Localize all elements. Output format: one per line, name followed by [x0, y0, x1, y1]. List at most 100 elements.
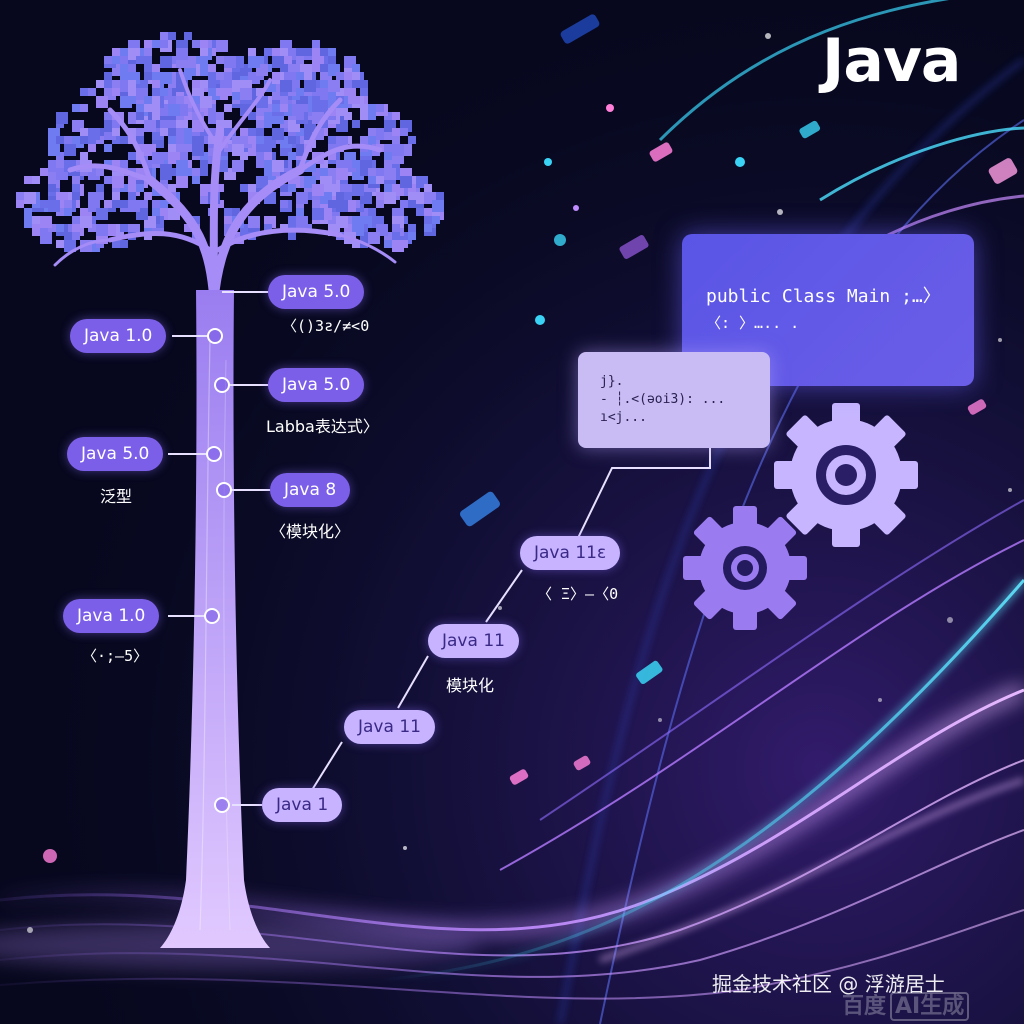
- canopy-pixel: [128, 88, 136, 96]
- canopy-pixel: [424, 208, 432, 216]
- canopy-pixel: [128, 192, 136, 200]
- canopy-pixel: [32, 216, 40, 224]
- canopy-pixel: [152, 72, 160, 80]
- canopy-pixel: [224, 216, 232, 224]
- canopy-pixel: [360, 80, 368, 88]
- canopy-pixel: [296, 216, 308, 228]
- version-pill-java-11: Java 11ε: [520, 536, 621, 570]
- canopy-pixel: [192, 216, 200, 224]
- gear-tooth: [733, 608, 757, 630]
- canopy-pixel: [152, 80, 160, 88]
- canopy-pixel: [112, 240, 120, 248]
- canopy-pixel: [360, 88, 368, 96]
- canopy-pixel: [272, 48, 280, 56]
- canopy-pixel: [280, 96, 288, 104]
- canopy-pixel: [296, 72, 304, 80]
- canopy-pixel: [64, 144, 76, 156]
- canopy-pixel: [160, 168, 172, 180]
- canopy-pixel: [400, 200, 408, 208]
- canopy-pixel: [352, 64, 360, 72]
- canopy-pixel: [408, 192, 416, 200]
- canopy-pixel: [296, 208, 304, 216]
- canopy-pixel: [72, 216, 80, 224]
- canopy-pixel: [72, 176, 80, 184]
- canopy-pixel: [320, 80, 328, 88]
- canopy-pixel: [392, 128, 400, 136]
- canopy-pixel: [248, 128, 256, 136]
- canopy-pixel: [376, 200, 384, 208]
- timeline-node: [214, 797, 230, 813]
- tree-branches: [53, 68, 397, 305]
- canopy-pixel: [392, 240, 404, 252]
- canopy-pixel: [152, 152, 164, 164]
- gear-tooth: [693, 589, 724, 620]
- canopy-pixel: [96, 208, 108, 220]
- tree-connectors: [168, 291, 270, 806]
- code-card: j}. - ┆.<(ǝoi3): ... ı<j...: [578, 352, 770, 448]
- canopy-pixel: [40, 200, 48, 208]
- canopy-pixel: [160, 128, 168, 136]
- canopy-pixel: [352, 160, 360, 168]
- canopy-pixel: [224, 56, 236, 68]
- canopy-pixel: [184, 72, 192, 80]
- canopy-pixel: [128, 152, 136, 160]
- canopy-pixel: [112, 88, 120, 96]
- canopy-pixel: [352, 184, 364, 196]
- canopy-pixel: [360, 136, 368, 144]
- canopy-pixel: [176, 128, 184, 136]
- canopy-pixel: [336, 160, 344, 168]
- canopy-pixel: [256, 136, 264, 144]
- canopy-pixel: [168, 144, 176, 152]
- canopy-pixel: [256, 144, 264, 152]
- canopy-pixel: [320, 168, 328, 176]
- canopy-pixel: [424, 224, 432, 232]
- canopy-pixel: [112, 192, 120, 200]
- canopy-pixel: [344, 80, 352, 88]
- code-line: ı<j...: [600, 410, 647, 425]
- canopy-pixel: [120, 136, 128, 144]
- canopy-pixel: [272, 72, 280, 80]
- canopy-pixel: [400, 128, 408, 136]
- canopy-pixel: [112, 120, 120, 128]
- canopy-pixel: [320, 64, 328, 72]
- canopy-pixel: [64, 240, 76, 252]
- canopy-pixel: [296, 112, 304, 120]
- canopy-pixel: [240, 88, 252, 100]
- gear-tooth: [683, 556, 705, 580]
- canopy-pixel: [216, 40, 228, 52]
- canopy-pixel: [368, 176, 376, 184]
- canopy-pixel: [120, 224, 128, 232]
- timeline-node: [207, 328, 223, 344]
- canopy-pixel: [168, 184, 176, 192]
- canopy-pixel: [288, 72, 296, 80]
- canopy-pixel: [192, 144, 204, 156]
- canopy-pixel: [264, 112, 272, 120]
- canopy-pixel: [432, 216, 440, 224]
- canopy-pixel: [152, 200, 160, 208]
- canopy-pixel: [280, 80, 292, 92]
- canopy-pixel: [104, 200, 112, 208]
- canopy-pixel: [336, 216, 348, 228]
- canopy-pixel: [152, 104, 160, 112]
- canopy-pixel: [48, 184, 56, 192]
- canopy-pixel: [152, 96, 160, 104]
- gear-icon: [774, 403, 918, 547]
- timeline-node: [204, 608, 220, 624]
- canopy-pixel: [328, 56, 336, 64]
- canopy-pixel: [168, 120, 176, 128]
- canopy-pixel: [224, 120, 232, 128]
- canopy-pixel: [256, 128, 264, 136]
- canopy-pixel: [224, 80, 232, 88]
- canopy-pixel: [104, 160, 112, 168]
- canopy-pixel: [168, 136, 176, 144]
- canopy-pixel: [136, 56, 144, 64]
- canopy-pixel: [368, 168, 376, 176]
- canopy-pixel: [56, 136, 64, 144]
- canopy-pixel: [208, 128, 216, 136]
- timeline-node: [216, 482, 232, 498]
- code-line: - ┆.<(ǝoi3): ...: [600, 392, 726, 407]
- canopy-pixel: [312, 184, 324, 196]
- code-line: 〈: 〉….. .: [706, 314, 800, 332]
- canopy-pixel: [120, 160, 128, 168]
- canopy-pixel: [192, 168, 200, 176]
